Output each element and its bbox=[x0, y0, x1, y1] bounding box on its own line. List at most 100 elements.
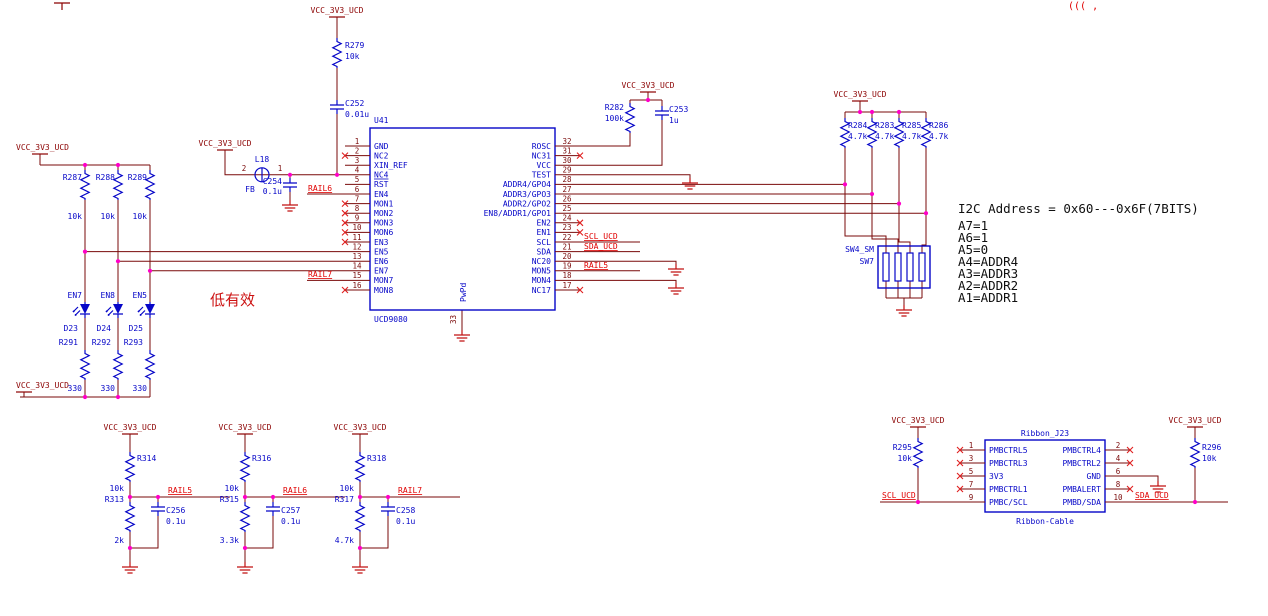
power-net-label: VCC_3V3_UCD bbox=[892, 416, 945, 425]
junction-dot bbox=[147, 268, 153, 273]
chip-pin-number: 6 bbox=[355, 185, 360, 194]
component-ref: R285 bbox=[902, 121, 921, 130]
connector-pin-number: 1 bbox=[969, 441, 974, 450]
component-ref: D24 bbox=[97, 324, 112, 333]
capacitor-c253-symbol bbox=[654, 105, 670, 121]
component-ref: R286 bbox=[929, 121, 948, 130]
chip-pin-number: 20 bbox=[562, 252, 572, 261]
component-name: SW7 bbox=[860, 257, 875, 266]
power-net-label: VCC_3V3_UCD bbox=[622, 81, 675, 90]
resistor-r293-symbol bbox=[145, 349, 155, 381]
component-value: 0.01u bbox=[345, 110, 369, 119]
component-value: 10k bbox=[133, 212, 148, 221]
chip-pin-number: 13 bbox=[352, 252, 361, 261]
resistor-r317-symbol bbox=[355, 501, 365, 533]
ic-u41-body bbox=[369, 127, 556, 311]
labels: VCC_3V3_UCD VCC_3V3_UCD VCC_3V3_UCD VCC_… bbox=[16, 1, 1222, 545]
ic-powerpad-number: 33 bbox=[449, 315, 458, 324]
dip-switch-sw7 bbox=[877, 245, 931, 289]
connector-pin-name: PMBCTRL1 bbox=[989, 485, 1028, 494]
resistor-r291-symbol bbox=[80, 349, 90, 381]
junction-dot bbox=[115, 259, 121, 264]
connector-pin-number: 9 bbox=[969, 493, 974, 502]
wires-ribbon-section bbox=[880, 427, 1228, 503]
resistor-r282-symbol bbox=[625, 102, 635, 134]
net-label-rail6: RAIL6 bbox=[308, 184, 332, 193]
i2c-address-note-line: A6=1 bbox=[958, 230, 988, 245]
corner-text-fragment: ((( , bbox=[1068, 1, 1098, 12]
junction-dot bbox=[896, 109, 902, 115]
component-value: 4.7k bbox=[929, 132, 948, 141]
chip-pin-name: EN5 bbox=[374, 247, 389, 256]
component-ref: C258 bbox=[396, 506, 415, 515]
component-ref: D23 bbox=[64, 324, 79, 333]
component-ref: R315 bbox=[220, 495, 239, 504]
component-value: 10k bbox=[898, 454, 913, 463]
chip-pin-number: 8 bbox=[355, 204, 360, 213]
i2c-address-note-line: A4=ADDR4 bbox=[958, 254, 1018, 269]
connector-pin-number: 5 bbox=[969, 467, 974, 476]
chip-pin-number: 7 bbox=[355, 194, 360, 203]
chip-pin-name: MON7 bbox=[374, 276, 393, 285]
i2c-address-note-line: A7=1 bbox=[958, 218, 988, 233]
junction-dot bbox=[82, 162, 88, 168]
chip-pin-name: MON3 bbox=[374, 219, 393, 228]
net-label-rail5: RAIL5 bbox=[168, 486, 192, 495]
component-value: 0.1u bbox=[263, 187, 282, 196]
chip-pin-name: SDA bbox=[537, 247, 552, 256]
power-net-label: VCC_3V3_UCD bbox=[16, 143, 69, 152]
power-net-label: VCC_3V3_UCD bbox=[1169, 416, 1222, 425]
chip-pin-name: EN7 bbox=[374, 267, 389, 276]
component-value: 0.1u bbox=[166, 517, 185, 526]
connector-pin-name: PMBCTRL4 bbox=[1062, 446, 1101, 455]
chip-pin-name: ADDR3/GPO3 bbox=[503, 190, 551, 199]
component-value: 10k bbox=[110, 484, 125, 493]
resistor-r289-symbol bbox=[145, 169, 155, 201]
component-value: 0.1u bbox=[281, 517, 300, 526]
chip-pin-number: 12 bbox=[352, 242, 361, 251]
resistor-r288-symbol bbox=[113, 169, 123, 201]
chip-pin-number: 5 bbox=[355, 175, 360, 184]
ic-powerpad-name: PwPd bbox=[459, 283, 468, 302]
chip-pin-number: 1 bbox=[355, 137, 360, 146]
component-ref: R282 bbox=[605, 103, 624, 112]
chip-pin-name: RST bbox=[374, 180, 389, 189]
component-ref: R317 bbox=[335, 495, 354, 504]
resistor-r287-symbol bbox=[80, 169, 90, 201]
connector-pin-number: 2 bbox=[1116, 441, 1121, 450]
chip-pin-name: EN8/ADDR1/GPO1 bbox=[484, 209, 552, 218]
chip-pin-name: NC2 bbox=[374, 151, 389, 160]
connector-pin-name: PMBCTRL2 bbox=[1062, 459, 1101, 468]
connector-pin-name: GND bbox=[1087, 472, 1102, 481]
component-value: 10k bbox=[1202, 454, 1217, 463]
chip-pin-name: XIN_REF bbox=[374, 161, 408, 170]
component-value: 4.7k bbox=[902, 132, 921, 141]
connector-pin-number: 10 bbox=[1113, 493, 1123, 502]
chip-pin-number: 22 bbox=[562, 233, 571, 242]
net-label-rail7: RAIL7 bbox=[398, 486, 422, 495]
component-value: 4.7k bbox=[875, 132, 894, 141]
capacitor-c256-symbol bbox=[150, 501, 166, 517]
junction-dot bbox=[334, 172, 340, 177]
component-ref: L18 bbox=[255, 155, 270, 164]
component-value: 1u bbox=[669, 116, 679, 125]
junction-dot bbox=[1192, 499, 1198, 505]
resistor-r315-symbol bbox=[240, 501, 250, 533]
chip-pin-number: 29 bbox=[562, 166, 571, 175]
chip-pin-name: ADDR4/GPO4 bbox=[503, 180, 551, 189]
component-value: 0.1u bbox=[396, 517, 415, 526]
component-ref: R313 bbox=[105, 495, 124, 504]
connector-pin-number: 7 bbox=[969, 480, 974, 489]
chip-pin-number: 18 bbox=[562, 271, 572, 280]
chip-pin-name: GND bbox=[374, 142, 389, 151]
junction-dot bbox=[127, 494, 133, 500]
component-ref: C253 bbox=[669, 105, 688, 114]
capacitor-c257-symbol bbox=[265, 501, 281, 517]
led-d25-symbol bbox=[137, 301, 156, 319]
wires-led-section bbox=[20, 154, 345, 398]
ground-icon bbox=[681, 177, 699, 190]
net-label-sda-ucd: SDA_UCD bbox=[584, 242, 618, 251]
component-value: 10k bbox=[68, 212, 83, 221]
wires-i2c-mon bbox=[580, 241, 677, 283]
ground-icon bbox=[667, 282, 685, 295]
